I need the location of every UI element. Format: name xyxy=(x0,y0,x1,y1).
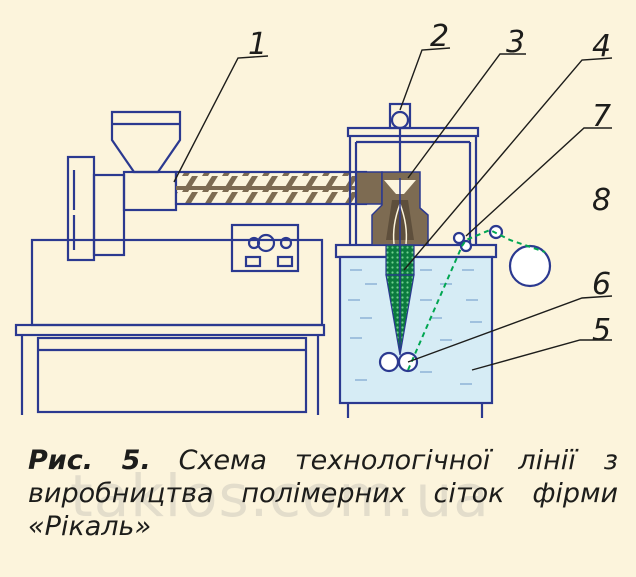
callout-7: 7 xyxy=(592,99,611,134)
callout-4: 4 xyxy=(592,29,611,64)
die-frame xyxy=(346,102,480,245)
guide-rollers xyxy=(452,224,504,253)
extruder-screw xyxy=(174,170,383,206)
caption-label: Рис. 5. xyxy=(28,445,151,476)
caption-text: Схема технологічної лінії з виробництва … xyxy=(28,445,618,542)
feed-hopper xyxy=(110,110,182,174)
feed-throat xyxy=(122,170,178,212)
extrusion-line-diagram: 1 2 3 4 5 6 7 8 xyxy=(14,19,613,418)
mesh-path xyxy=(407,228,546,371)
extruder-body xyxy=(30,238,324,327)
machine-table-top xyxy=(14,323,326,337)
machine-lower-box xyxy=(36,336,308,414)
callout-3: 3 xyxy=(506,25,525,60)
callout-2: 2 xyxy=(430,19,449,54)
control-panel xyxy=(230,223,300,273)
callout-5: 5 xyxy=(592,313,611,348)
extruder-machine xyxy=(14,110,326,415)
mesh-sleeve xyxy=(385,178,415,356)
callout-1: 1 xyxy=(248,27,267,62)
cooling-bath xyxy=(334,243,498,418)
figure-caption: Рис. 5. Схема технологічної лінії з виро… xyxy=(28,444,618,543)
drive-unit xyxy=(66,155,96,262)
callout-8: 8 xyxy=(592,183,611,218)
callout-6: 6 xyxy=(592,267,611,302)
leader-lines xyxy=(173,47,613,371)
